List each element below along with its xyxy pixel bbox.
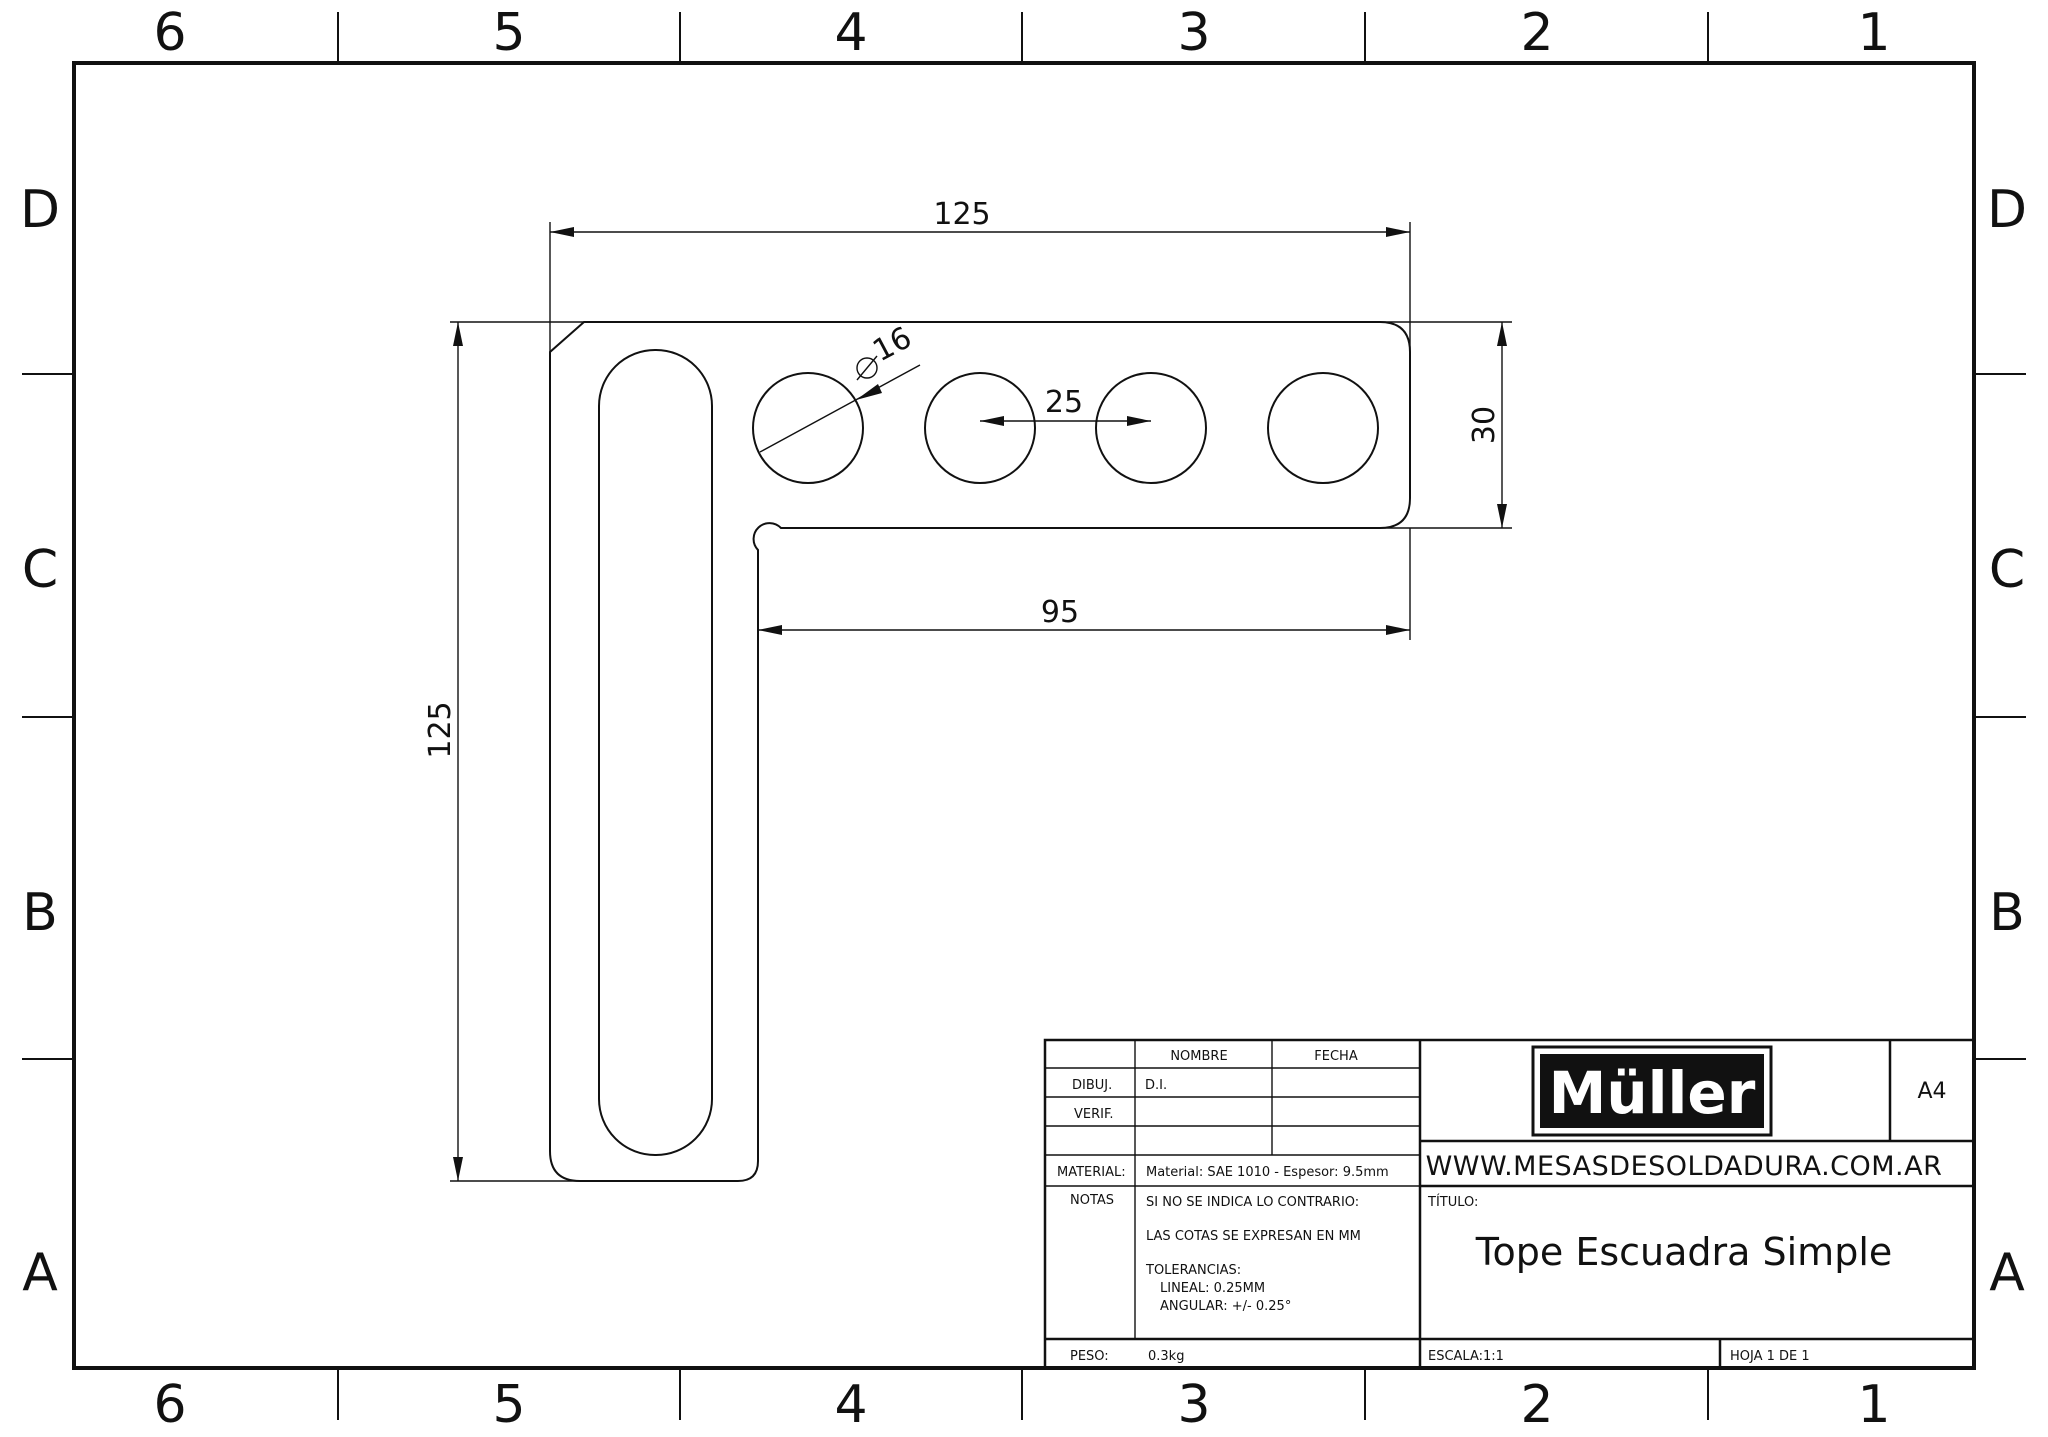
note-line: TOLERANCIAS: <box>1145 1263 1241 1278</box>
hole <box>1095 372 1207 484</box>
zone-row-label: B <box>1989 883 2025 943</box>
escala-value: ESCALA:1:1 <box>1428 1349 1504 1364</box>
zone-col-label: 2 <box>1520 1375 1553 1435</box>
dimension-arm-width: 30 <box>1380 321 1512 529</box>
drawing-frame <box>72 61 1976 1370</box>
drawing-title: Tope Escuadra Simple <box>1475 1230 1893 1274</box>
zone-col-label: 6 <box>153 1375 186 1435</box>
peso-label: PESO: <box>1070 1349 1109 1364</box>
zone-col-label: 1 <box>1857 3 1890 63</box>
zone-col-label: 2 <box>1520 3 1553 63</box>
dimension-hole-diameter: 16 <box>759 320 921 453</box>
zone-col-label: 1 <box>1857 1375 1890 1435</box>
hole <box>924 372 1036 484</box>
dimension-inner-length: 95 <box>757 528 1411 640</box>
hole <box>752 372 864 484</box>
long-slot <box>598 349 713 1156</box>
logo-text: Müller <box>1549 1059 1756 1127</box>
note-line: SI NO SE INDICA LO CONTRARIO: <box>1146 1195 1359 1210</box>
hoja-value: HOJA 1 DE 1 <box>1730 1349 1810 1364</box>
zone-dividers <box>22 12 2026 1420</box>
zone-col-label: 4 <box>834 3 867 63</box>
zone-col-label: 3 <box>1177 3 1210 63</box>
zone-row-label: C <box>1989 540 2025 600</box>
dimension-label: 125 <box>933 197 990 232</box>
zone-row-label: A <box>22 1243 58 1303</box>
notas-label: NOTAS <box>1070 1193 1114 1208</box>
verif-label: VERIF. <box>1074 1107 1114 1122</box>
note-line: ANGULAR: +/- 0.25° <box>1160 1299 1291 1314</box>
zone-row-label: D <box>1987 180 2027 240</box>
zone-row-label: C <box>22 540 58 600</box>
dimension-hole-pitch: 25 <box>980 385 1151 426</box>
note-line: LINEAL: 0.25MM <box>1160 1281 1265 1296</box>
note-line: LAS COTAS SE EXPRESAN EN MM <box>1146 1229 1361 1244</box>
dimension-overall-height: 125 <box>423 321 584 1182</box>
dibuj-name: D.I. <box>1145 1078 1167 1093</box>
dimension-label: 125 <box>423 701 458 758</box>
zone-col-label: 5 <box>492 1375 525 1435</box>
title-block <box>1043 1038 1976 1370</box>
dimension-overall-width: 125 <box>549 197 1411 352</box>
peso-value: 0.3kg <box>1148 1349 1184 1364</box>
muller-logo: Müller <box>1531 1045 1773 1137</box>
zone-row-label: D <box>20 180 60 240</box>
header-fecha: FECHA <box>1314 1049 1358 1064</box>
zone-col-label: 4 <box>834 1375 867 1435</box>
zone-col-label: 5 <box>492 3 525 63</box>
zone-col-label: 3 <box>1177 1375 1210 1435</box>
part-outline <box>549 321 1411 1182</box>
titulo-label: TÍTULO: <box>1427 1194 1478 1210</box>
dibuj-label: DIBUJ. <box>1072 1078 1112 1093</box>
zone-col-label: 6 <box>153 3 186 63</box>
website-url: WWW.MESASDESOLDADURA.COM.AR <box>1426 1151 1943 1182</box>
sheet-size: A4 <box>1917 1079 1946 1104</box>
header-nombre: NOMBRE <box>1170 1049 1227 1064</box>
material-label: MATERIAL: <box>1057 1165 1126 1180</box>
dimension-label: 25 <box>1045 385 1083 420</box>
hole <box>1267 372 1379 484</box>
dimension-label: 30 <box>1467 406 1502 444</box>
zone-row-label: A <box>1989 1243 2025 1303</box>
material-value: Material: SAE 1010 - Espesor: 9.5mm <box>1146 1165 1389 1180</box>
dimension-label: 95 <box>1041 595 1079 630</box>
zone-row-label: B <box>22 883 58 943</box>
